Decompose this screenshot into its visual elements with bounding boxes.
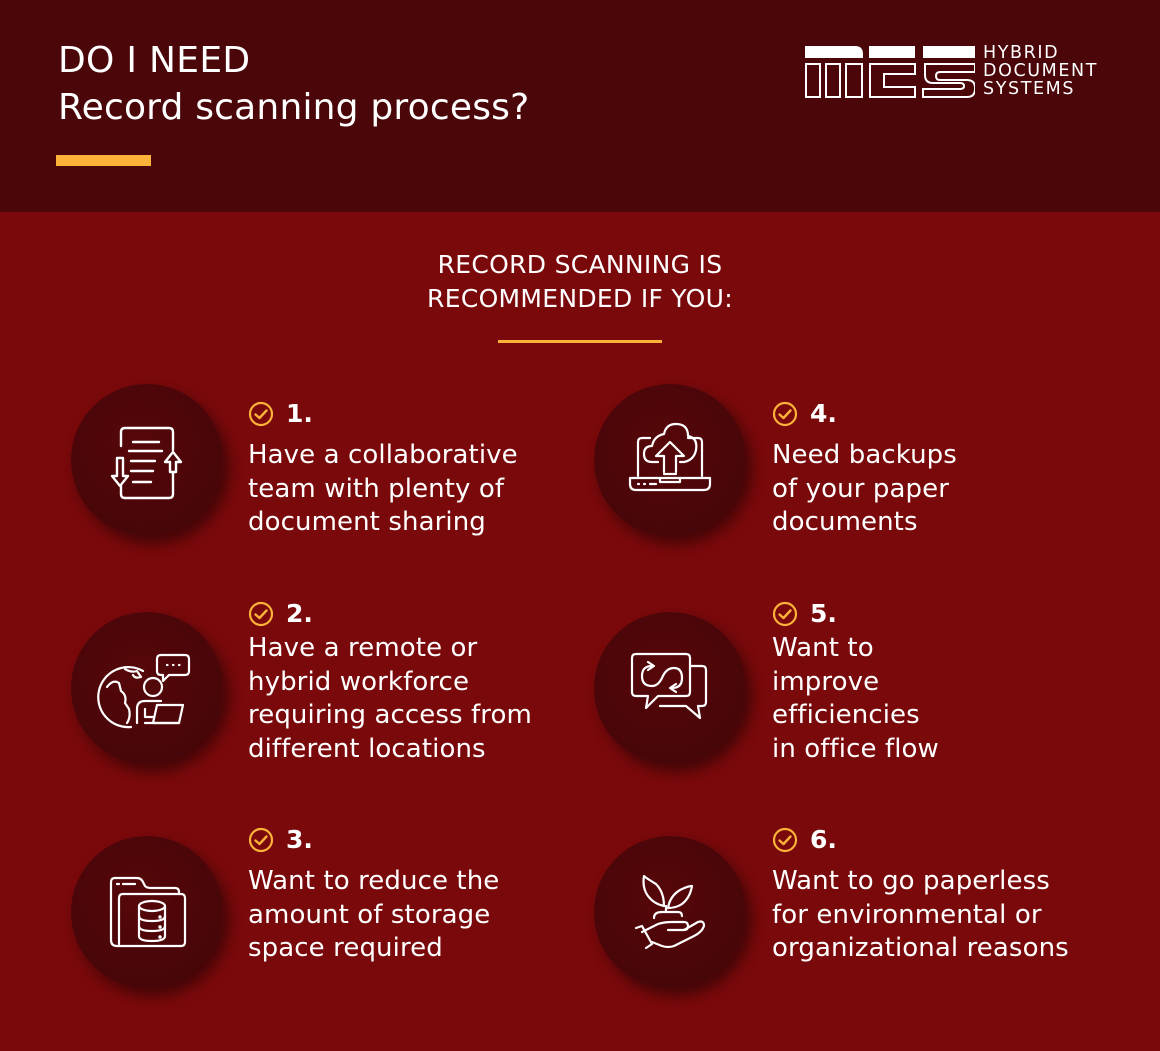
- subtitle-line1: RECORD SCANNING IS: [437, 250, 723, 279]
- item-number: 5.: [810, 599, 837, 628]
- item-3-heading: 3.: [248, 826, 313, 854]
- item-number: 4.: [810, 399, 837, 428]
- hand-plant-icon: [634, 874, 706, 950]
- item-4-icon-circle: [594, 384, 746, 536]
- check-circle-icon: [772, 601, 798, 627]
- item-4-heading: 4.: [772, 400, 837, 428]
- item-2-text: Have a remote or hybrid workforce requir…: [248, 633, 532, 764]
- laptop-cloud-upload-icon: [628, 422, 712, 492]
- globe-remote-worker-icon: [97, 653, 191, 729]
- logo-text-systems: SYSTEMS: [983, 79, 1076, 99]
- item-number: 1.: [286, 399, 313, 428]
- chat-sync-icon: [630, 652, 708, 720]
- item-number: 2.: [286, 599, 313, 628]
- page-title-line1: DO I NEED: [58, 40, 251, 81]
- item-number: 6.: [810, 825, 837, 854]
- logo-wordmark: HYBRID DOCUMENT SYSTEMS: [983, 44, 1098, 98]
- item-6-heading: 6.: [772, 826, 837, 854]
- section-subtitle: RECORD SCANNING IS RECOMMENDED IF YOU:: [0, 248, 1160, 316]
- company-logo: HYBRID DOCUMENT SYSTEMS: [805, 44, 1125, 100]
- item-1-icon-circle: [71, 384, 223, 536]
- item-2-icon-circle: [71, 612, 223, 764]
- check-circle-icon: [248, 401, 274, 427]
- item-number: 3.: [286, 825, 313, 854]
- item-1-heading: 1.: [248, 400, 313, 428]
- subtitle-accent-bar: [498, 340, 662, 343]
- item-3-text: Want to reduce the amount of storage spa…: [248, 866, 500, 963]
- item-5-text: Want to improve efficiencies in office f…: [772, 633, 939, 764]
- document-upload-download-icon: [110, 426, 183, 500]
- header-band: DO I NEED Record scanning process? HYBRI…: [0, 0, 1160, 212]
- logo-text-hybrid: HYBRID: [983, 43, 1060, 63]
- subtitle-line2: RECOMMENDED IF YOU:: [427, 284, 733, 313]
- hds-logo-mark-icon: [805, 46, 975, 98]
- check-circle-icon: [248, 827, 274, 853]
- item-5-heading: 5.: [772, 600, 837, 628]
- check-circle-icon: [772, 827, 798, 853]
- item-4-text: Need backups of your paper documents: [772, 440, 957, 537]
- logo-text-document: DOCUMENT: [983, 61, 1099, 81]
- item-6-text: Want to go paperless for environmental o…: [772, 866, 1069, 963]
- item-5-icon-circle: [594, 612, 746, 764]
- check-circle-icon: [248, 601, 274, 627]
- item-1-text: Have a collaborative team with plenty of…: [248, 440, 518, 537]
- item-2-heading: 2.: [248, 600, 313, 628]
- page-title-line2: Record scanning process?: [58, 87, 530, 128]
- check-circle-icon: [772, 401, 798, 427]
- folder-database-icon: [109, 876, 187, 948]
- item-6-icon-circle: [594, 836, 746, 988]
- item-3-icon-circle: [71, 836, 223, 988]
- title-accent-bar: [56, 155, 151, 166]
